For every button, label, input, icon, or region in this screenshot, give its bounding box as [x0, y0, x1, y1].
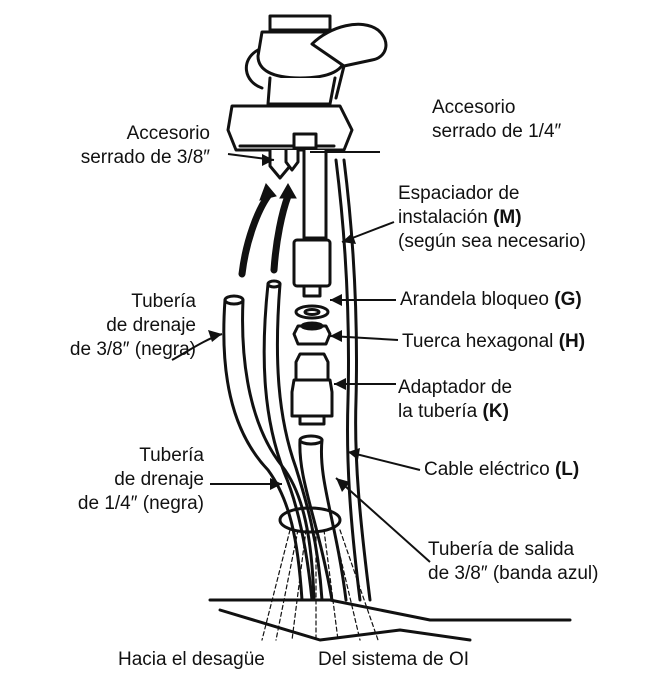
label-cable-text: Cable eléctrico — [424, 459, 550, 480]
faucet-shank — [304, 150, 326, 238]
label-fitting-14: Accesorio serrado de 1/4″ — [432, 96, 561, 144]
faucet-base — [228, 106, 352, 150]
label-cable: Cable eléctrico (L) — [424, 458, 579, 482]
label-outlet-line2: de 3/8″ (banda azul) — [428, 562, 598, 586]
label-adapter-code: (K) — [483, 401, 509, 422]
label-fitting-38-line2: serrado de 3/8″ — [81, 146, 210, 170]
label-to-drain: Hacia el desagüe — [118, 648, 265, 672]
arrow-drain-38-to-fitting — [242, 184, 276, 274]
label-lock-washer-code: (G) — [554, 289, 581, 310]
label-spacer-line2: instalación — [398, 207, 488, 228]
label-adapter: Adaptador de la tubería (K) — [398, 376, 512, 424]
label-spacer: Espaciador de instalación (M) (según sea… — [398, 182, 586, 254]
label-fitting-38: Accesorio serrado de 3/8″ — [81, 122, 210, 170]
faucet-body — [246, 16, 386, 104]
label-drain-14-line3: de 1/4″ (negra) — [78, 492, 204, 516]
label-hex-nut-code: (H) — [559, 331, 585, 352]
label-fitting-14-line2: serrado de 1/4″ — [432, 120, 561, 144]
label-lock-washer: Arandela bloqueo (G) — [400, 288, 582, 312]
label-fitting-14-line1: Accesorio — [432, 96, 561, 120]
label-drain-38-line2: de drenaje — [70, 314, 196, 338]
label-from-ro: Del sistema de OI — [318, 648, 469, 672]
label-outlet: Tubería de salida de 3/8″ (banda azul) — [428, 538, 598, 586]
label-cable-code: (L) — [555, 459, 579, 480]
label-lock-washer-text: Arandela bloqueo — [400, 289, 549, 310]
label-drain-38-line1: Tubería — [70, 290, 196, 314]
tubing-adapter — [292, 354, 332, 424]
label-drain-14: Tubería de drenaje de 1/4″ (negra) — [78, 444, 204, 516]
label-drain-14-line1: Tubería — [78, 444, 204, 468]
label-hex-nut: Tuerca hexagonal (H) — [402, 330, 585, 354]
label-adapter-line2: la tubería — [398, 401, 477, 422]
hex-nut — [294, 323, 330, 344]
label-spacer-line1: Espaciador de — [398, 182, 586, 206]
label-drain-38-line3: de 3/8″ (negra) — [70, 338, 196, 362]
label-spacer-line3: (según sea necesario) — [398, 230, 586, 254]
installation-spacer — [294, 240, 330, 296]
label-fitting-38-line1: Accesorio — [81, 122, 210, 146]
label-outlet-line1: Tubería de salida — [428, 538, 598, 562]
label-drain-14-line2: de drenaje — [78, 468, 204, 492]
label-hex-nut-text: Tuerca hexagonal — [402, 331, 553, 352]
label-adapter-line1: Adaptador de — [398, 376, 512, 400]
label-drain-38: Tubería de drenaje de 3/8″ (negra) — [70, 290, 196, 362]
lock-washer — [296, 306, 328, 318]
label-spacer-code: (M) — [493, 207, 521, 228]
